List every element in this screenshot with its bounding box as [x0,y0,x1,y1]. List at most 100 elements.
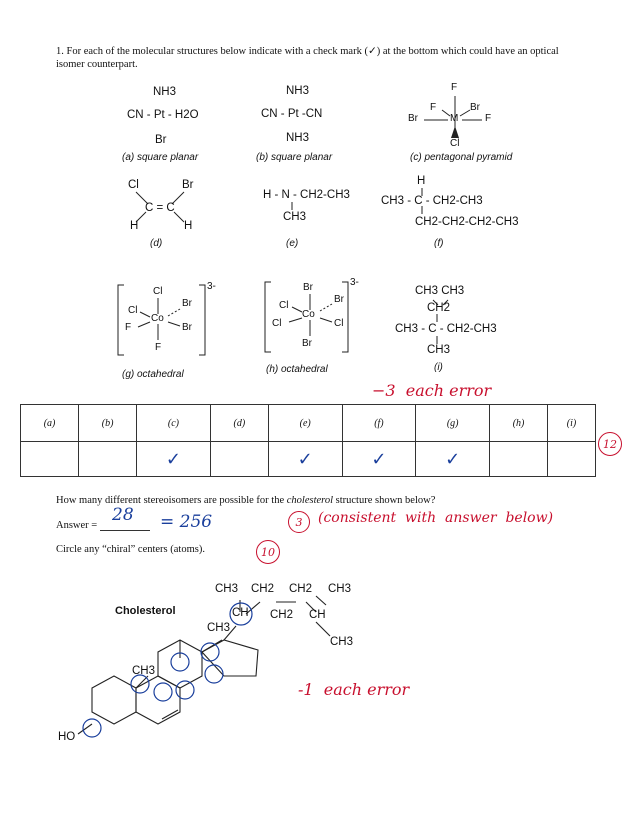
score-12: 12 [603,438,617,451]
structure-g-top: Cl [153,286,163,297]
question-1-line-1: 1. For each of the molecular structures … [56,46,559,57]
answer-table-check-row: ✓ ✓ ✓ ✓ [19,441,596,477]
structure-d-tl: Cl [128,179,139,191]
structure-d-tr: Br [182,179,194,191]
structure-e-line1: H - N - CH2-CH3 [263,189,350,201]
structure-f-line2: CH2-CH2-CH2-CH3 [415,216,519,228]
check-cell-f[interactable]: ✓ [341,441,417,477]
question-2-after: structure shown below? [333,495,436,506]
answer-value[interactable]: 28 [112,505,134,525]
header-cell-g: (g) [415,404,491,442]
answer-table-header-row: (a) (b) (c) (d) (e) (f) (g) (h) (i) [19,404,596,442]
structure-c-bottom: Cl [450,138,460,149]
question-2: How many different stereoisomers are pos… [56,494,435,507]
check-cell-a[interactable] [19,441,80,477]
structure-h-caption: (h) octahedral [266,364,328,375]
chol-ch2-a: CH2 [251,583,275,595]
structure-h-lower-right: Cl [334,318,344,329]
header-cell-i: (i) [547,404,596,442]
score-circle-10: 10 [256,540,280,564]
structure-g-lower-right: Br [182,322,192,333]
circle-prompt: Circle any “chiral” centers (atoms). [56,544,205,555]
answer-equals: = 256 [160,512,213,532]
cholesterol-label: Cholesterol [115,605,176,617]
header-cell-e: (e) [267,404,343,442]
structure-i-line1: CH3 - C - CH2-CH3 [395,323,497,335]
structure-d-bl: H [130,220,139,232]
structure-g-left: Cl [128,305,138,316]
structure-b-caption: (b) square planar [256,152,333,163]
structure-b-top: NH3 [286,85,310,97]
structure-a-top: NH3 [153,86,177,98]
structure-h-left: Cl [279,300,289,311]
header-cell-h: (h) [489,404,549,442]
structure-h-bottom: Br [302,338,312,349]
structure-g-center: Co [151,313,164,324]
grading-note-consistent: (consistent with answer below) [318,510,554,526]
check-cell-e[interactable]: ✓ [267,441,343,477]
structure-f-caption: (f) [434,238,444,249]
structure-c-center: M [450,113,459,124]
structure-f-line1: CH3 - C - CH2-CH3 [381,195,483,207]
structure-e-line2: CH3 [283,211,307,223]
chol-ho: HO [58,731,76,743]
structure-h-lower-left: Cl [272,318,282,329]
structure-c-caption: (c) pentagonal pyramid [410,152,513,163]
chol-ch-b: CH [309,609,326,621]
chol-ch3-d: CH3 [207,622,231,634]
check-cell-b[interactable] [78,441,138,477]
structure-g-bottom: F [155,342,162,353]
structure-i-caption: (i) [434,362,443,373]
grading-note-minus-one: -1 each error [298,680,410,699]
score-3: 3 [295,516,303,529]
check-cell-i[interactable] [547,441,596,477]
question-2-before: How many different stereoisomers are pos… [56,495,287,506]
structure-c-left: Br [408,113,418,124]
structure-b-bottom: NH3 [286,132,310,144]
structure-i-top: CH3 CH3 [415,285,465,297]
chol-ch2-b: CH2 [289,583,313,595]
structure-d-mid: C = C [145,202,175,214]
structure-i-ch: CH2 [427,302,451,314]
structure-d-caption: (d) [150,238,163,249]
structure-e-caption: (e) [286,238,299,249]
structure-a-mid: CN - Pt - H2O [127,109,199,121]
answer-label: Answer = [56,520,98,531]
score-10: 10 [261,546,275,559]
structure-c-right-top: Br [470,102,480,113]
chol-ch3-e: CH3 [132,665,156,677]
answer-underline [100,530,150,531]
structure-g-charge: 3- [207,281,216,292]
structure-f-top: H [417,175,426,187]
structure-a-bottom: Br [155,134,167,146]
structure-h-top: Br [303,282,313,293]
structure-h-center: Co [302,309,315,320]
structure-a-caption: (a) square planar [122,152,199,163]
structure-c-left-top: F [430,102,437,113]
structure-g-lower-left: F [125,322,132,333]
structure-g-upper-right: Br [182,298,192,309]
check-cell-c[interactable]: ✓ [136,441,211,477]
structure-g-caption: (g) octahedral [122,369,184,380]
structure-d-br: H [184,220,193,232]
score-circle-3: 3 [288,511,310,533]
structure-b-mid: CN - Pt -CN [261,108,323,120]
check-cell-d[interactable] [209,441,269,477]
chol-ch-a: CH [232,607,249,619]
structure-h-charge: 3- [350,277,359,288]
grading-note-each-error: −3 each error [372,381,492,400]
structure-c-right: F [485,113,492,124]
chol-ch3-a: CH3 [215,583,239,595]
chol-ch2-c: CH2 [270,609,294,621]
score-circle-12: 12 [598,432,622,456]
check-cell-h[interactable] [489,441,549,477]
structure-c-top: F [451,82,458,93]
question-2-italic: cholesterol [286,495,334,506]
chol-ch3-b: CH3 [328,583,352,595]
structure-i-line2: CH3 [427,344,451,356]
question-1-line-2: isomer counterpart. [56,59,138,70]
structure-h-upper-right: Br [334,294,344,305]
answer-table: (a) (b) (c) (d) (e) (f) (g) (h) (i) ✓ ✓ … [19,404,596,477]
